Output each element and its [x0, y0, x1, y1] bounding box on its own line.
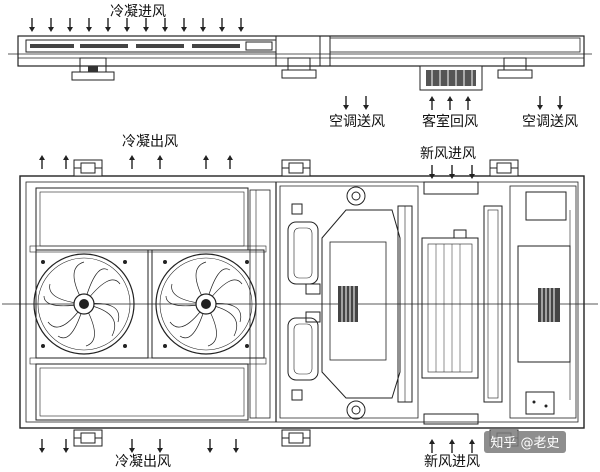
- label-ac-supply-right: 空调送风: [522, 114, 578, 130]
- watermark: 知乎 @老史: [484, 431, 566, 453]
- arrow-down-icon: [28, 17, 245, 33]
- compressor: [287, 311, 321, 401]
- label-condenser-outlet-top: 冷凝出风: [122, 134, 178, 150]
- arrow-up-icon: [38, 154, 234, 170]
- side-view: [8, 35, 592, 91]
- condenser-section: [29, 187, 271, 421]
- mount-bracket: [73, 159, 519, 447]
- compressor: [287, 203, 321, 295]
- condenser-grille: [25, 39, 277, 53]
- label-condenser-inlet: 冷凝进风: [110, 4, 166, 20]
- supply-blower-right: [509, 185, 577, 419]
- label-fresh-air-bottom: 新风进风: [424, 454, 480, 470]
- watermark-text: 知乎 @老史: [490, 435, 559, 451]
- evaporator-coil: [421, 181, 503, 425]
- plan-view: [2, 159, 598, 447]
- mount-foot: [281, 57, 317, 79]
- evaporator-section: [279, 185, 419, 420]
- arrow-down-icon: [38, 438, 240, 454]
- arrow-up-icon: [428, 438, 476, 454]
- arrow-down-icon: [342, 95, 564, 111]
- arrow-down-icon: [428, 164, 476, 180]
- label-cabin-return: 客室回风: [422, 113, 478, 130]
- label-fresh-air-top: 新风进风: [420, 146, 476, 162]
- centrifugal-blower-icon: [538, 288, 560, 322]
- label-condenser-outlet-bottom: 冷凝出风: [115, 454, 171, 470]
- mount-foot: [71, 57, 115, 81]
- mount-foot: [497, 57, 533, 79]
- label-ac-supply-left: 空调送风: [329, 114, 385, 130]
- axial-fan-icon: [155, 253, 257, 355]
- axial-fan-icon: [33, 253, 135, 355]
- arrow-up-icon: [428, 95, 472, 111]
- return-air-grille: [419, 65, 483, 91]
- centrifugal-blower-icon: [338, 286, 358, 322]
